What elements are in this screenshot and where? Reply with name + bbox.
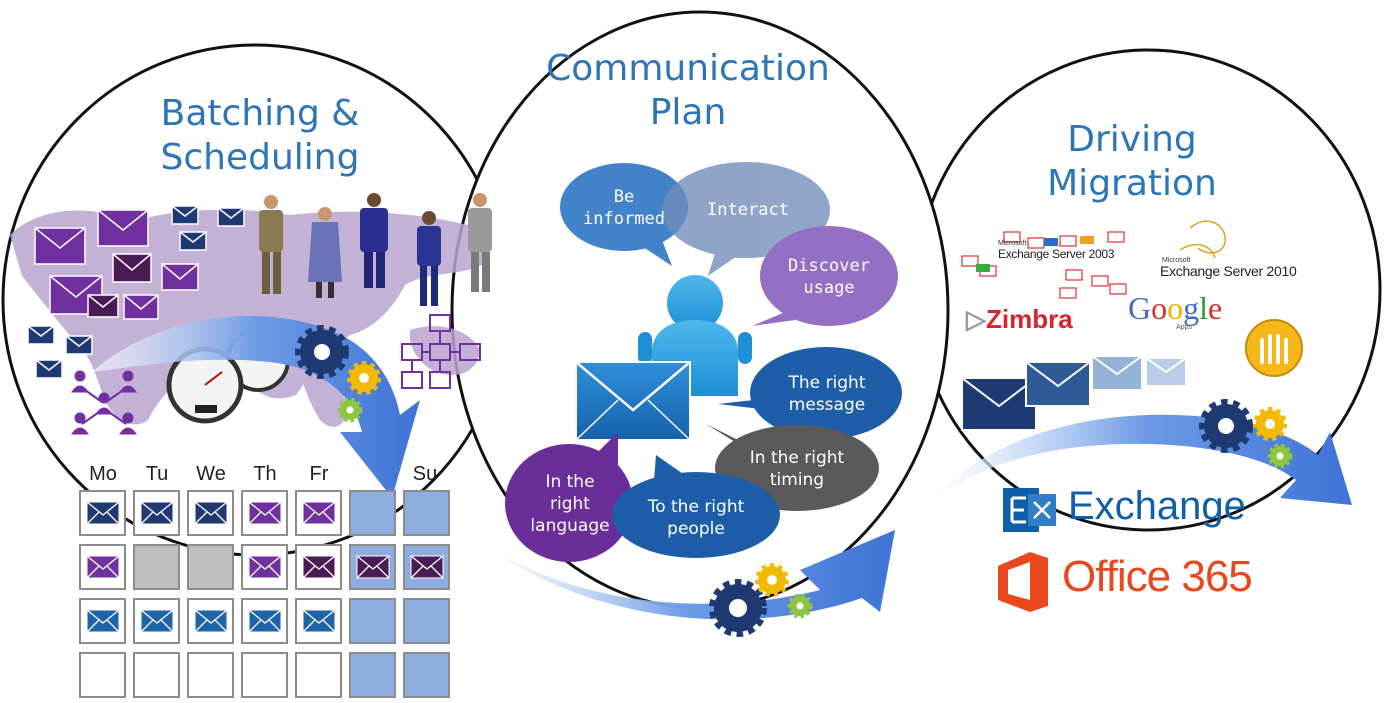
google-apps-logo: Google bbox=[1128, 290, 1222, 327]
calendar-cell bbox=[187, 598, 234, 644]
gear-cluster-left bbox=[295, 325, 381, 423]
calendar-envelope-icon bbox=[356, 555, 389, 579]
calendar-envelope-icon bbox=[86, 555, 119, 579]
calendar-envelope-icon bbox=[248, 609, 281, 633]
calendar-cell bbox=[349, 598, 396, 644]
day-label-th: Th bbox=[253, 463, 277, 485]
exchange-2003-logo: Exchange Server 2003 bbox=[998, 247, 1115, 261]
calendar-cell bbox=[79, 652, 126, 698]
calendar-cell bbox=[403, 490, 450, 536]
people-network-icon bbox=[71, 370, 137, 435]
calendar-cell bbox=[403, 544, 450, 590]
speech-bubbles bbox=[505, 162, 902, 562]
bubble-discover-usage: Discover usage bbox=[788, 256, 870, 298]
person-5 bbox=[468, 193, 492, 292]
calendar-cell bbox=[403, 652, 450, 698]
calendar-cell bbox=[241, 598, 288, 644]
calendar-envelope-icon bbox=[410, 555, 443, 579]
bubble-be-informed: Be informed bbox=[583, 187, 665, 229]
day-label-fr: Fr bbox=[309, 463, 329, 485]
google-letter-6: e bbox=[1208, 290, 1223, 326]
zimbra-logo-text: Zimbra bbox=[986, 304, 1073, 334]
office365-target-logo: Office 365 bbox=[1062, 552, 1253, 601]
calendar-cell bbox=[79, 598, 126, 644]
calendar-cell bbox=[133, 490, 180, 536]
calendar-cell bbox=[295, 598, 342, 644]
calendar-cell bbox=[187, 544, 234, 590]
zimbra-logo: ▷Zimbra bbox=[966, 304, 1073, 335]
communication-envelope-icon bbox=[575, 361, 691, 441]
bubble-right-people: To the right people bbox=[647, 497, 745, 539]
calendar-envelope-icon bbox=[248, 555, 281, 579]
calendar-envelope-icon bbox=[86, 609, 119, 633]
calendar-cell bbox=[79, 544, 126, 590]
calendar-envelope-icon bbox=[194, 501, 227, 525]
business-people bbox=[259, 193, 492, 306]
calendar-envelope-icon bbox=[140, 501, 173, 525]
calendar-envelope-icon bbox=[302, 609, 335, 633]
exchange-logo-icon bbox=[1003, 488, 1056, 532]
google-letter-4: g bbox=[1183, 290, 1200, 326]
calendar-cell bbox=[295, 652, 342, 698]
calendar-envelope-icon bbox=[302, 555, 335, 579]
person-1 bbox=[259, 195, 283, 294]
calendar-envelope-icon bbox=[302, 501, 335, 525]
google-letter-3: o bbox=[1167, 290, 1184, 326]
google-letter-5: l bbox=[1199, 290, 1208, 326]
calendar-envelope-icon bbox=[86, 501, 119, 525]
calendar-envelope-icon bbox=[194, 609, 227, 633]
flowchart-icon bbox=[401, 314, 481, 389]
migration-title: Driving Migration bbox=[1047, 119, 1217, 204]
migration-arrow bbox=[935, 414, 1352, 505]
exchange-2010-logo: Exchange Server 2010 bbox=[1160, 263, 1297, 279]
calendar-cell bbox=[133, 652, 180, 698]
calendar-cell bbox=[187, 490, 234, 536]
calendar-cell bbox=[241, 490, 288, 536]
gear-cluster-right bbox=[1199, 399, 1293, 469]
office365-logo-icon bbox=[998, 552, 1048, 612]
day-label-we: We bbox=[196, 463, 226, 485]
migration-envelopes bbox=[961, 355, 1187, 431]
communication-arrow bbox=[480, 530, 895, 620]
calendar-cell bbox=[349, 544, 396, 590]
bubble-right-timing: In the right timing bbox=[749, 448, 845, 490]
calendar-cell bbox=[403, 598, 450, 644]
google-letter-2: o bbox=[1151, 290, 1168, 326]
exchange-2010-icon bbox=[1179, 220, 1226, 259]
day-label-tu: Tu bbox=[145, 463, 169, 485]
google-apps-sublabel: Apps bbox=[1176, 324, 1192, 331]
calendar-cell bbox=[295, 544, 342, 590]
day-label-su: Su bbox=[412, 463, 438, 485]
google-letter-1: G bbox=[1128, 290, 1152, 326]
gear-cluster-bottom bbox=[709, 563, 813, 637]
calendar-envelope-icon bbox=[248, 501, 281, 525]
calendar-cell bbox=[241, 652, 288, 698]
exchange-2003-ms-label: Microsoft bbox=[998, 240, 1027, 247]
calendar-cell bbox=[241, 544, 288, 590]
calendar-cell bbox=[79, 490, 126, 536]
calendar-cell bbox=[349, 490, 396, 536]
day-label-mo: Mo bbox=[89, 463, 117, 485]
exchange-2010-ms-label: Microsoft bbox=[1162, 257, 1191, 264]
communication-title: Communication Plan bbox=[546, 48, 830, 133]
zimbra-mark-icon: ▷ bbox=[966, 304, 986, 334]
calendar-cell bbox=[133, 544, 180, 590]
exchange-target-logo: Exchange bbox=[1068, 484, 1246, 528]
exchange-2003-pattern bbox=[961, 231, 1127, 299]
bubble-right-language: In the right language bbox=[530, 472, 610, 536]
lotus-notes-icon bbox=[1245, 319, 1303, 377]
person-4 bbox=[417, 211, 441, 306]
person-2 bbox=[308, 207, 342, 298]
map-envelopes bbox=[27, 205, 245, 379]
batching-title: Batching & Scheduling bbox=[160, 93, 360, 178]
bubble-right-message: The right message bbox=[788, 373, 866, 415]
bubble-interact: Interact bbox=[707, 200, 789, 220]
person-3 bbox=[360, 193, 388, 288]
calendar-cell bbox=[295, 490, 342, 536]
calendar-cell bbox=[187, 652, 234, 698]
calendar-cell bbox=[133, 598, 180, 644]
calendar-cell bbox=[349, 652, 396, 698]
calendar-envelope-icon bbox=[140, 609, 173, 633]
